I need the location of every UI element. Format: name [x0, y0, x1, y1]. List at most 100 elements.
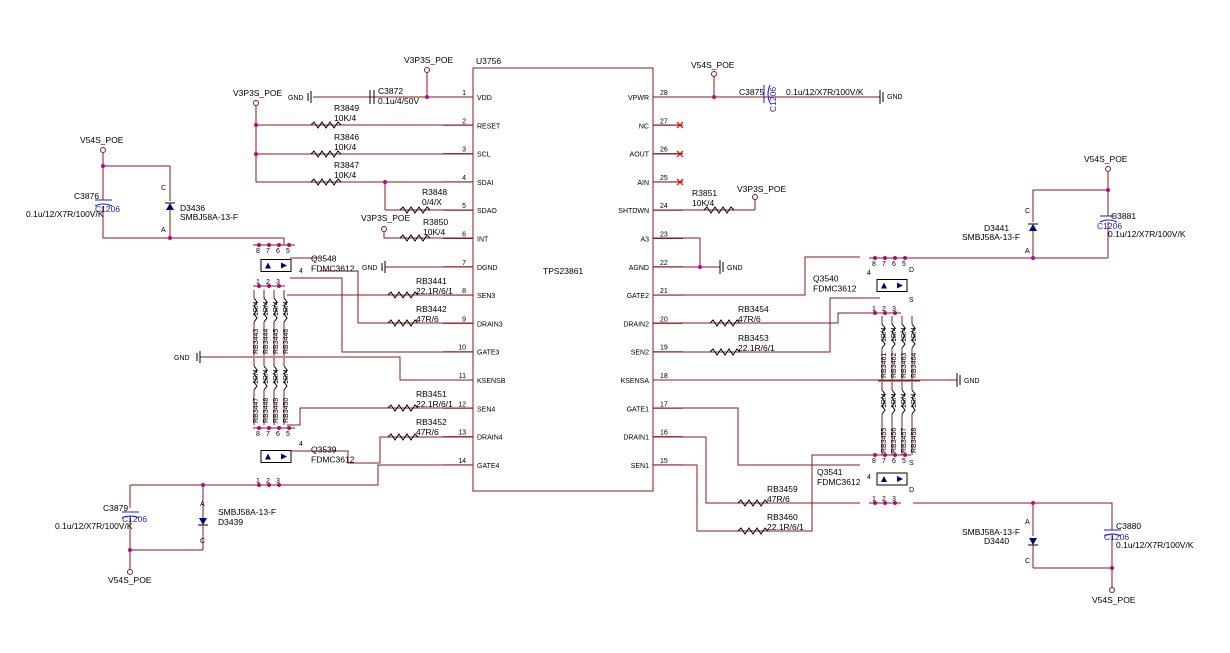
resistor-icon	[273, 365, 278, 391]
wire	[320, 436, 473, 464]
wire	[103, 237, 285, 245]
resistor-icon	[263, 365, 268, 391]
d3439-pin-a: A	[200, 501, 205, 508]
resistor-icon	[911, 389, 916, 415]
fet-pin-number: 7	[266, 431, 270, 438]
resistor-icon	[273, 297, 278, 323]
net-v3p3-vdd: V3P3S_POE	[404, 55, 453, 65]
ic-pin-number: 23	[660, 232, 668, 239]
fet-pin-number: 8	[256, 431, 260, 438]
wire	[320, 277, 473, 353]
cap-plate	[1099, 219, 1118, 223]
bank-resistor-val: 1R/4	[253, 301, 260, 316]
ic-pin-number: 9	[462, 316, 466, 323]
d3441-pin-c: C	[1025, 208, 1030, 215]
resistor-rb3451	[387, 404, 419, 412]
d3439-ref: D3439	[218, 517, 243, 527]
d3436-val: SMBJ58A-13-F	[180, 212, 238, 222]
ic-pin-name: DRAIN1	[623, 435, 649, 442]
ic-pin-number: 15	[660, 458, 668, 465]
r3850-ref: R3850	[423, 217, 448, 227]
wire	[200, 356, 473, 381]
ic-pin-name: SEN3	[477, 293, 495, 300]
fet-arrow-icon	[281, 453, 287, 460]
bank-resistor-val: 1R/4	[901, 327, 908, 342]
bank-resistor-val: 1R/4	[283, 369, 290, 384]
resistor-icon	[891, 323, 896, 349]
bank-resistor-ref: RB3445	[273, 329, 280, 354]
ic-pin-name: KSENSA	[621, 378, 650, 385]
c3880-pkg: C1206	[1104, 532, 1129, 542]
ic-pin-number: 22	[660, 260, 668, 267]
fet-pin-number: 8	[872, 261, 876, 268]
body-diode-icon	[265, 453, 271, 460]
rb3453-ref: RB3453	[738, 333, 769, 343]
junction	[698, 265, 702, 269]
fet-pin-number: 5	[286, 431, 290, 438]
ic-pin-name: DRAIN3	[477, 321, 503, 328]
fet-ref: Q3548	[311, 254, 337, 264]
junction	[201, 483, 205, 487]
bank-resistor-val: 1R/4	[881, 393, 888, 408]
net-v54-c3880: V54S_POE	[1092, 595, 1136, 605]
gnd-label: GND	[964, 378, 980, 385]
d3441-pin-a: A	[1025, 248, 1030, 255]
fet-pin-number: 2	[882, 496, 886, 503]
fet-pin-number: 7	[882, 458, 886, 465]
fet-gate-pin: 4	[867, 270, 871, 277]
ic-pin-name: SDAI	[477, 180, 493, 187]
resistor-icon	[881, 389, 886, 415]
bank-resistor-ref: RB3461	[881, 353, 888, 378]
ic-pin-name: NC	[639, 123, 649, 130]
ic-pin-name: AOUT	[630, 152, 650, 159]
gnd-label: GND	[727, 265, 743, 272]
bank-resistor-val: 1R/4	[263, 369, 270, 384]
ic-part: TPS23861	[543, 266, 583, 276]
bank-resistor-ref: RB3447	[253, 398, 260, 423]
mosfet-icon	[876, 472, 908, 486]
wire	[320, 270, 473, 324]
resistor-rb3460	[737, 527, 769, 535]
ic-pin-name: AIN	[637, 180, 649, 187]
bank-resistor-ref: RB3463	[901, 353, 908, 378]
d3439-val: SMBJ58A-13-F	[218, 507, 276, 517]
fet-pin-d: D	[909, 267, 914, 274]
d3436-pin-a: A	[161, 227, 166, 234]
rb3441-ref: RB3441	[416, 276, 447, 286]
wire	[653, 256, 860, 296]
power-port	[1105, 166, 1111, 172]
no-connect-icon	[676, 121, 684, 129]
fet-arrow-icon	[897, 476, 903, 482]
fet-ref: Q3540	[813, 274, 839, 284]
mosfet-icon	[260, 450, 292, 463]
power-port	[100, 147, 106, 153]
resistor-r3847	[310, 178, 342, 186]
d3439-pin-c: C	[200, 538, 205, 545]
rb3441-val: 22.1R/6/1	[416, 286, 453, 296]
junction	[712, 95, 716, 99]
wire	[1032, 171, 1109, 222]
c3880-val: 0.1u/12/X7R/100V/K	[1116, 540, 1194, 550]
ic-pin-number: 12	[458, 401, 466, 408]
net-v54-c3879: V54S_POE	[108, 575, 152, 585]
net-v3p3-int: V3P3S_POE	[361, 213, 410, 223]
ic-pin-number: 8	[462, 288, 466, 295]
ic-pin-number: 16	[660, 430, 668, 437]
r3846-ref: R3846	[334, 132, 359, 142]
resistor-rb3452	[387, 433, 419, 441]
ic-pin-number: 4	[462, 175, 466, 182]
resistor-icon	[283, 365, 288, 391]
ic-pin-number: 13	[458, 430, 466, 437]
ic-pin-name: SDAO	[477, 208, 497, 215]
fet-pin-s: S	[909, 297, 914, 304]
fet-gate-pin: 4	[867, 474, 871, 481]
resistor-r3846	[310, 150, 342, 158]
rb3460-val: 22.1R/6/1	[767, 522, 804, 532]
junction	[254, 123, 258, 127]
rb3451-val: 22.1R/6/1	[416, 399, 453, 409]
fet-val: FDMC3612	[813, 284, 857, 294]
d3441-ref: D3441	[984, 223, 1009, 233]
ic-pin-name: DRAIN2	[623, 321, 649, 328]
fet-arrow-icon	[897, 282, 903, 289]
